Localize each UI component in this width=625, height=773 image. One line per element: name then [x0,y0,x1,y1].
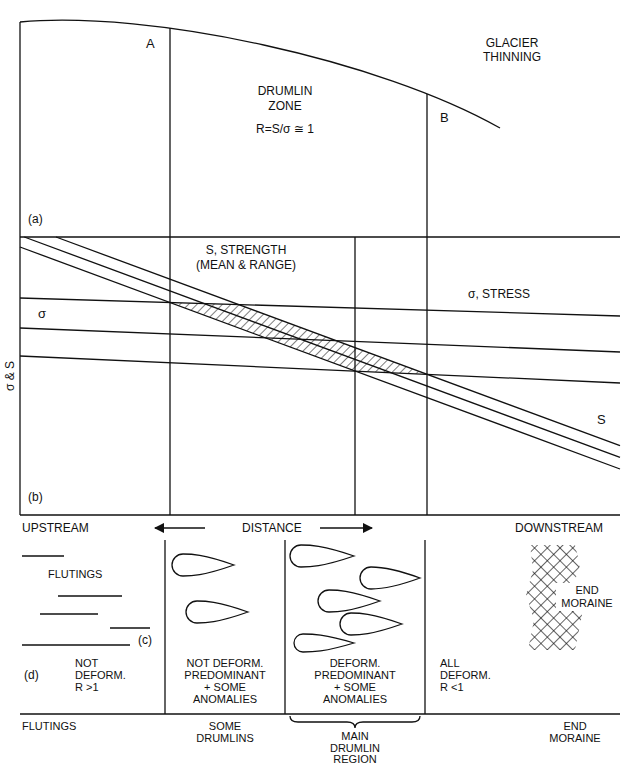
region-label: SOME DRUMLINS [185,720,265,744]
panel-letter: (b) [28,490,43,504]
fluting [22,555,64,556]
glacier-surface [20,20,500,128]
fluting [22,644,130,645]
direction-arrow [320,527,372,528]
panel-letter: (d) [24,668,39,682]
direction-label: DOWNSTREAM [515,521,603,535]
zone-boundary [426,237,427,515]
strength-line [24,237,620,457]
zone-boundary [284,540,285,714]
axis-label: σ & S [3,361,17,391]
strength-line [20,247,620,469]
fluting [40,613,98,614]
region-label: END MORAINE [545,720,605,744]
landform-label: FLUTINGS [48,568,102,581]
drumlin [340,613,402,635]
deformation-label: NOT DEFORM. R >1 [75,657,133,693]
frame-line [20,236,620,237]
region-label: FLUTINGS [22,720,76,733]
stress-line [20,356,620,383]
fluting [110,627,150,628]
zone-label: DRUMLIN ZONE [245,84,325,114]
zone-boundary [424,540,425,714]
frame-line [20,713,620,714]
zone-boundary [164,540,165,714]
fluting [58,595,122,596]
drumlin [172,554,234,576]
zone-boundary-letter: A [146,36,155,52]
strength-label: S, STRENGTH (MEAN & RANGE) [190,243,302,273]
landform-label: END MORAINE [556,583,618,611]
drumlin [318,590,380,612]
strength-line [56,237,620,446]
panel-letter: (a) [28,212,43,226]
stress-label: σ, STRESS [468,287,530,301]
stress-line [20,328,620,352]
zone-boundary [354,237,355,515]
deformation-label: NOT DEFORM. PREDOMINANT + SOME ANOMALIES [182,657,268,705]
axis-label: DISTANCE [242,521,302,535]
panel-letter: (c) [138,633,152,647]
region-label: MAIN DRUMLIN REGION [320,731,390,766]
deformation-label: ALL DEFORM. R <1 [440,657,498,693]
deformation-label: DEFORM. PREDOMINANT + SOME ANOMALIES [312,657,398,705]
distance-axis [20,514,620,515]
drumlin [186,601,248,623]
zone-boundary [169,28,170,237]
ratio-label: R=S/σ ≅ 1 [245,122,325,136]
stress-symbol: σ [38,306,46,322]
strength-symbol: S [597,412,606,428]
zone-boundary-letter: B [440,110,449,126]
surface-label: GLACIER THINNING [470,36,554,64]
frame-line [19,22,20,515]
zone-boundary [426,94,427,237]
drumlin [290,545,354,567]
drumlin [294,634,354,652]
region-brace [290,716,420,728]
direction-label: UPSTREAM [22,521,89,535]
drumlin [360,567,420,589]
direction-arrow [155,527,205,528]
